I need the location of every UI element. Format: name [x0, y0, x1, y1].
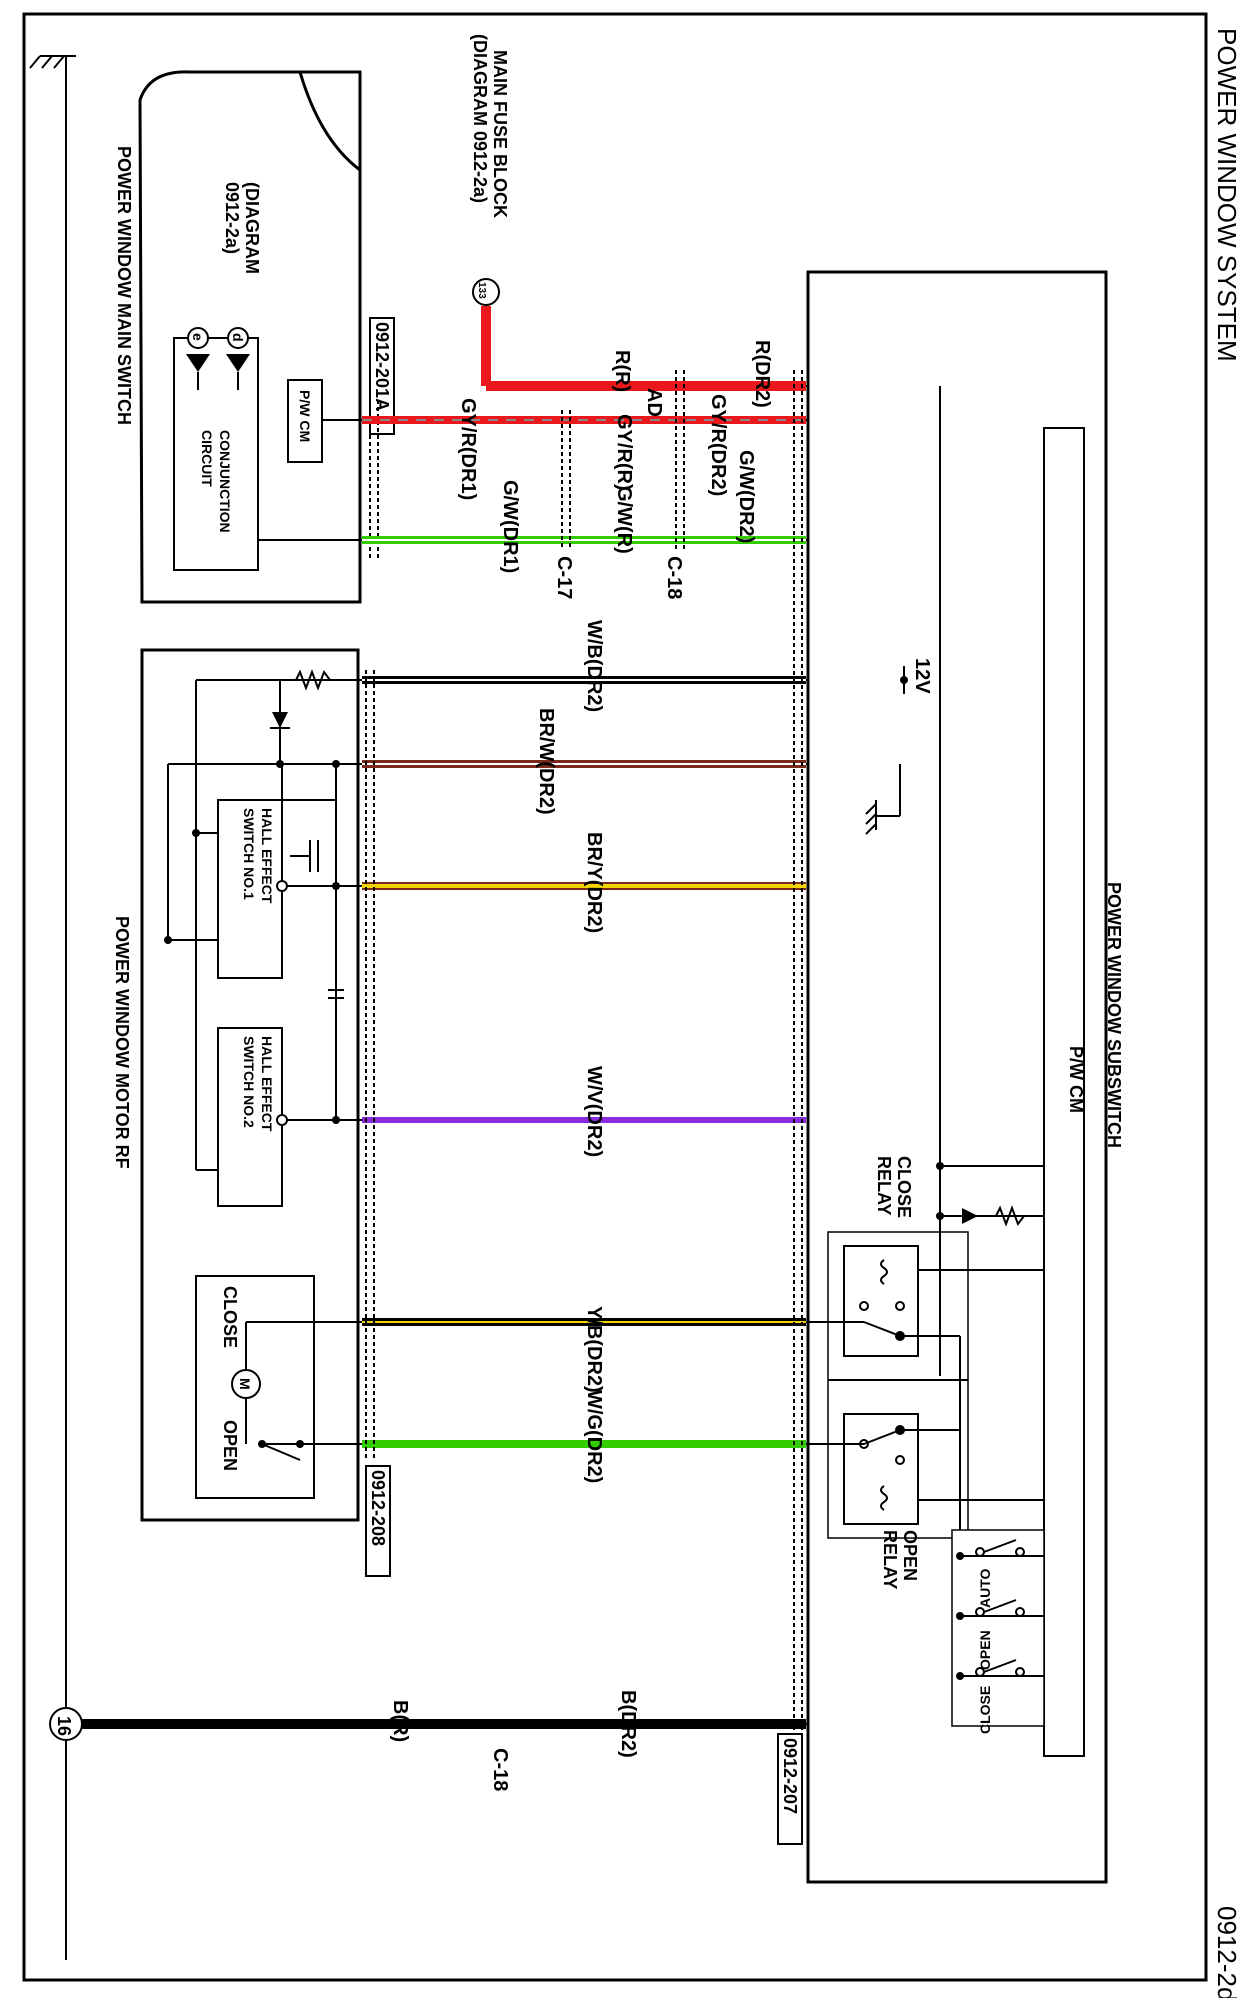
page-title: POWER WINDOW SYSTEM [1212, 28, 1242, 362]
open-relay-label-2: RELAY [880, 1530, 900, 1589]
switch-auto-icon [975, 1539, 1025, 1557]
svg-text:0912-207: 0912-207 [780, 1738, 800, 1814]
wire-label-wv-dr2: W/V(DR2) [583, 1066, 605, 1157]
motor-open-label: OPEN [220, 1420, 240, 1471]
relay-coil-icon [880, 1259, 888, 1285]
motor-icon: M [231, 1369, 261, 1399]
power-window-motor-rf: POWER WINDOW MOTOR RF HALL EFFECT SWITCH… [112, 648, 362, 1522]
connector-0912-201A: 0912-201A [369, 317, 395, 560]
subswitch-title: POWER WINDOW SUBSWITCH [1104, 882, 1124, 1148]
hall1-label-2: SWITCH NO.1 [241, 808, 257, 900]
open-relay-label-1: OPEN [900, 1530, 920, 1581]
switch-close-label: CLOSE [977, 1686, 993, 1734]
close-relay-label-2: RELAY [874, 1156, 894, 1215]
main-switch-pwcm: P/W CM [297, 390, 313, 442]
wire-label-r-dr2: R(DR2) [751, 340, 773, 408]
diode-icon [962, 1208, 978, 1224]
wire-label-gyr-dr1: GY/R(DR1) [457, 398, 479, 500]
switch-open-icon [975, 1599, 1025, 1617]
wire-label-ad: AD [643, 388, 665, 417]
pin-e-icon: e [186, 327, 210, 390]
capacitor-icon [328, 989, 344, 999]
resistor-icon [295, 669, 331, 691]
switch-close-icon [975, 1659, 1025, 1677]
svg-text:16: 16 [54, 1716, 74, 1736]
svg-text:M: M [237, 1378, 253, 1390]
motor-close-label: CLOSE [220, 1286, 240, 1348]
conjunction-label-1: CONJUNCTION [217, 430, 233, 533]
diode-icon [270, 680, 290, 764]
wire-label-b-dr2: B(DR2) [617, 1690, 639, 1758]
wire-label-wg-dr2: W/G(DR2) [583, 1390, 605, 1483]
wire-label-c18: C-18 [663, 556, 685, 599]
main-switch-title: POWER WINDOW MAIN SWITCH [114, 146, 134, 425]
motor-title: POWER WINDOW MOTOR RF [112, 916, 132, 1169]
page-code: 0912-2d [1212, 1906, 1242, 1998]
wire-label-bry-dr2: BR/Y(DR2) [583, 832, 605, 933]
svg-text:0912-208: 0912-208 [368, 1470, 388, 1546]
wire-label-yb-dr2: Y/B(DR2) [583, 1306, 605, 1393]
wire-label-gw-r: G/W(R) [613, 486, 635, 554]
subswitch-pwcm: P/W CM [1066, 1046, 1086, 1113]
wire-label-r-r: R(R) [611, 350, 633, 392]
fuse-133-icon: 133 [472, 278, 500, 306]
wire-label-gyr-dr2: GY/R(DR2) [707, 394, 729, 496]
wire-label-c18-ground: C-18 [489, 1748, 511, 1791]
power-window-subswitch: POWER WINDOW SUBSWITCH P/W CM CLOSE RELA… [806, 270, 1124, 1884]
relay-coil-icon [880, 1485, 888, 1511]
connector-c17-marks [561, 410, 571, 550]
ground-point-16: 16 [49, 1707, 83, 1741]
hall2-label-1: HALL EFFECT [259, 1036, 275, 1132]
switch-auto-label: AUTO [977, 1568, 993, 1608]
main-switch-diagram-ref-2: 0912-2a) [222, 182, 242, 254]
wire-label-wb-dr2: W/B(DR2) [583, 620, 605, 712]
wire-label-gyr-r: GY/R(R) [613, 414, 635, 491]
hall1-label-1: HALL EFFECT [259, 808, 275, 904]
power-window-main-switch: CONJUNCTION CIRCUIT POWER WINDOW MAIN SW… [114, 70, 362, 604]
hall2-label-2: SWITCH NO.2 [241, 1036, 257, 1128]
main-fuse-block-label: MAIN FUSE BLOCK [490, 50, 510, 218]
page-frame [22, 12, 1208, 1982]
svg-text:d: d [230, 333, 246, 342]
wire-label-b-r: B(R) [389, 1700, 411, 1742]
svg-text:e: e [190, 333, 206, 341]
chassis-ground-icon [865, 800, 877, 835]
switch-open-label: OPEN [977, 1630, 993, 1670]
svg-text:0912-201A: 0912-201A [372, 322, 392, 411]
voltage-label: 12V [911, 658, 933, 694]
pin-d-icon: d [226, 327, 250, 390]
wire-label-gw-dr2: G/W(DR2) [735, 450, 757, 543]
main-fuse-block-ref: (DIAGRAM 0912-2a) [470, 34, 490, 203]
connector-c18-marks [675, 370, 685, 550]
wire-label-gw-dr1: G/W(DR1) [499, 480, 521, 573]
capacitor-icon [290, 840, 319, 872]
svg-text:133: 133 [476, 282, 487, 299]
connector-0912-207: 0912-207 [777, 370, 803, 1845]
close-relay-label-1: CLOSE [894, 1156, 914, 1218]
connector-0912-208: 0912-208 [365, 670, 391, 1577]
main-switch-diagram-ref-1: (DIAGRAM [242, 182, 262, 274]
wire-label-c17: C-17 [553, 556, 575, 599]
wire-label-brw-dr2: BR/W(DR2) [535, 708, 557, 815]
ground-symbol-icon [29, 55, 76, 69]
resistor-icon [995, 1205, 1025, 1227]
conjunction-label-2: CIRCUIT [199, 430, 215, 487]
